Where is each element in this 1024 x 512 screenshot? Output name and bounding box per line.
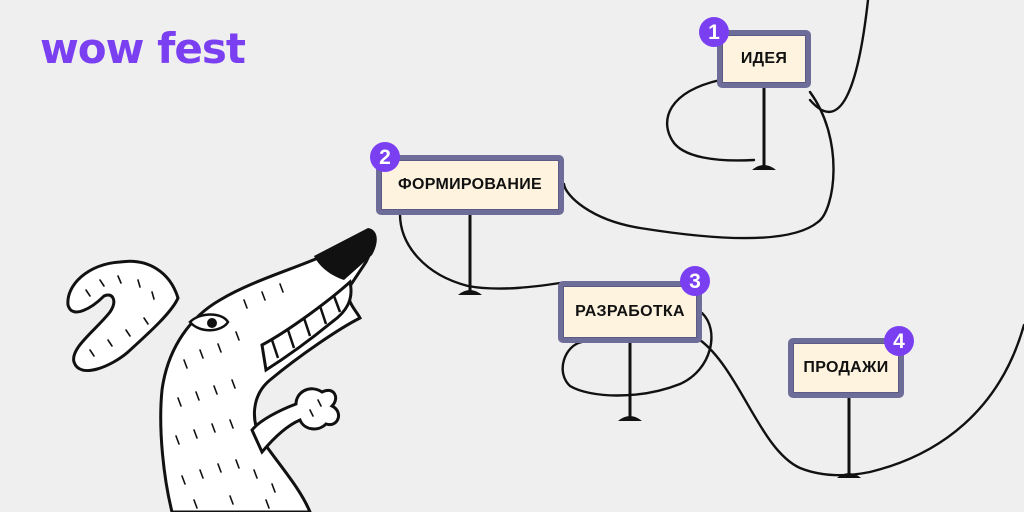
step-label: ФОРМИРОВАНИЕ bbox=[398, 176, 542, 193]
post-bases bbox=[458, 165, 861, 478]
step-sign-idea: ИДЕЯ bbox=[717, 30, 811, 88]
winding-path bbox=[398, 0, 1024, 477]
step-label: ПРОДАЖИ bbox=[803, 359, 889, 376]
wow-fest-logo: wow fest bbox=[40, 24, 246, 73]
step-label: РАЗРАБОТКА bbox=[575, 303, 685, 320]
step-sign-development: РАЗРАБОТКА bbox=[558, 281, 702, 343]
step-number-badge: 2 bbox=[370, 142, 400, 172]
step-number-badge: 4 bbox=[884, 326, 914, 356]
dog-illustration-icon bbox=[66, 228, 377, 512]
step-label: ИДЕЯ bbox=[740, 50, 788, 67]
step-number-badge: 3 bbox=[680, 266, 710, 296]
sign-posts bbox=[468, 88, 851, 474]
step-number-badge: 1 bbox=[699, 17, 729, 47]
step-sign-formation: ФОРМИРОВАНИЕ bbox=[376, 155, 564, 215]
step-sign-sales: ПРОДАЖИ bbox=[788, 338, 904, 398]
